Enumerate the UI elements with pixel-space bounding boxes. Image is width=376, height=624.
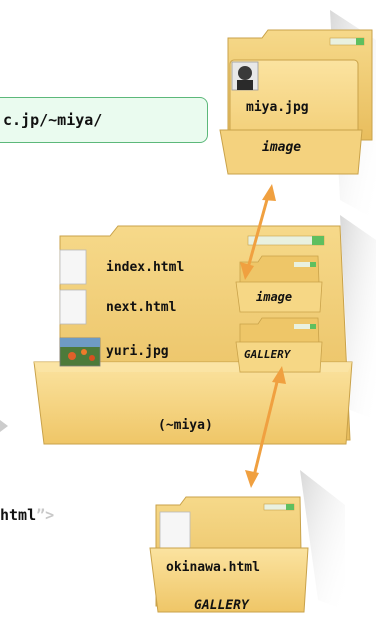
folder-top (219, 29, 373, 175)
folder-label-gallery: GALLERY (194, 598, 249, 613)
url-box: c.jp/~miya/ (0, 97, 208, 143)
connector-arrow (240, 184, 286, 488)
file-icon (59, 289, 87, 325)
url-text: c.jp/~miya/ (3, 111, 103, 129)
subfolder-image (235, 255, 323, 313)
folder-name-miya: (~miya) (158, 418, 213, 433)
file-icon (159, 511, 191, 551)
folder-label-image: image (262, 140, 302, 155)
file-label-yuri-jpg: yuri.jpg (106, 344, 169, 359)
file-icon (59, 249, 87, 285)
file-label-index-html: index.html (106, 260, 185, 275)
subfolder-label-gallery: GALLERY (244, 348, 291, 361)
folder-shadow (300, 470, 345, 610)
subfolder-gallery (235, 317, 323, 373)
file-label-okinawa-html: okinawa.html (166, 560, 260, 575)
subfolder-label-image: image (256, 290, 293, 304)
yuri-photo-thumbnail (59, 337, 101, 367)
pointer-mark (0, 420, 8, 432)
file-label-next-html: next.html (106, 300, 177, 315)
partial-code: html”> (0, 506, 55, 524)
folder-middle (33, 225, 353, 445)
file-label-miya-jpg: miya.jpg (246, 100, 309, 115)
folder-bottom (149, 496, 309, 613)
